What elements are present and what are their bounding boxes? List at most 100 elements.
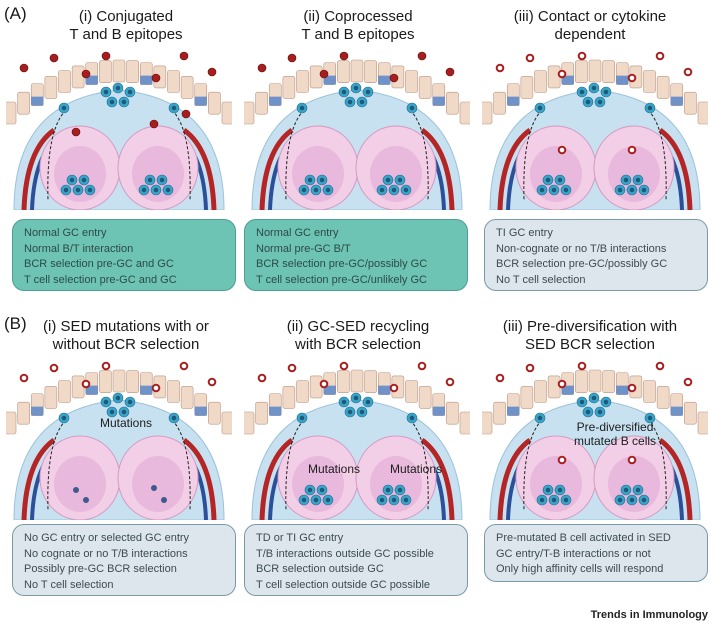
m-cell-icon xyxy=(670,406,683,416)
epithelial-cell-icon xyxy=(296,380,309,403)
migration-arrow-shape xyxy=(523,109,543,201)
epithelial-cell-icon xyxy=(493,401,506,425)
b-cell-nucleus-icon xyxy=(403,187,409,193)
m-cell-icon xyxy=(323,75,336,85)
b-cell-nucleus-icon xyxy=(307,487,313,493)
b-cell-nucleus-icon xyxy=(391,497,397,503)
b-cell-nucleus-icon xyxy=(121,409,127,415)
epithelial-cell-icon xyxy=(575,370,588,393)
caption-line: No T cell selection xyxy=(496,273,586,286)
antigen-ring-icon xyxy=(257,373,267,383)
m-cell-icon xyxy=(670,96,683,106)
antigen-ring-icon xyxy=(525,53,535,63)
antigen-ring-icon xyxy=(151,383,161,393)
epithelial-cell-icon xyxy=(6,101,17,125)
antigen-icon xyxy=(181,109,191,119)
epithelial-cell-icon xyxy=(208,91,221,115)
epithelial-cell-icon xyxy=(71,65,85,89)
m-cell-icon xyxy=(140,75,153,85)
b-cell-nucleus-icon xyxy=(109,409,115,415)
epithelial-cell-icon xyxy=(221,411,232,435)
panel-b1-caption: No GC entry or selected GC entry No cogn… xyxy=(12,524,236,596)
b-cell-nucleus-icon xyxy=(635,487,641,493)
epithelial-cell-icon xyxy=(244,411,255,435)
mutated-cell-icon xyxy=(161,497,167,503)
antigen-ring-icon xyxy=(577,51,587,61)
vessel-red-shape xyxy=(182,437,217,520)
b-cell-nucleus-icon xyxy=(385,177,391,183)
caption-line: Normal pre-GC B/T xyxy=(256,242,351,255)
epithelial-cell-icon xyxy=(337,60,350,83)
b-cell-nucleus-icon xyxy=(359,409,365,415)
b-cell-nucleus-icon xyxy=(635,177,641,183)
panel-a2-title: (ii) Coprocessed T and B epitopes xyxy=(301,8,415,43)
b-cell-nucleus-icon xyxy=(409,415,415,421)
b-cell-nucleus-icon xyxy=(319,487,325,493)
germinal-center-left-shape xyxy=(54,456,106,512)
b-cell-nucleus-icon xyxy=(69,177,75,183)
b-cell-nucleus-icon xyxy=(319,177,325,183)
panel-b3-illustration xyxy=(482,361,708,520)
epithelial-cell-icon xyxy=(482,101,493,125)
panel-b2-caption: TD or TI GC entry T/B interactions outsi… xyxy=(244,524,468,596)
epithelial-cell-icon xyxy=(255,91,268,115)
b-cell-nucleus-icon xyxy=(385,487,391,493)
b-cell-nucleus-icon xyxy=(603,89,609,95)
b-cell-nucleus-icon xyxy=(617,187,623,193)
b-cell-nucleus-icon xyxy=(359,99,365,105)
b-cell-nucleus-icon xyxy=(153,187,159,193)
epithelial-cell-icon xyxy=(112,369,126,393)
panel-a2-illustration xyxy=(244,51,470,210)
b-cell-nucleus-icon xyxy=(141,187,147,193)
caption-line: T cell selection pre-GC and GC xyxy=(24,273,177,286)
m-cell-icon xyxy=(616,385,629,395)
epithelial-cell-icon xyxy=(364,60,377,83)
epithelial-cell-icon xyxy=(309,65,323,89)
epithelial-cell-icon xyxy=(350,369,364,393)
epithelial-cell-icon xyxy=(575,60,588,83)
migration-arrow-shape xyxy=(285,109,305,201)
section-b-label: (B) xyxy=(4,314,27,333)
m-cell-icon xyxy=(378,75,391,85)
migration-arrow-shape xyxy=(47,419,67,511)
epithelial-cell-icon xyxy=(418,76,432,99)
antigen-ring-icon xyxy=(389,383,399,393)
vessel-red-shape xyxy=(497,437,532,520)
b-cell-nucleus-icon xyxy=(629,497,635,503)
migration-arrow-shape xyxy=(409,419,429,511)
panel-a3-caption: TI GC entry Non-cognate or no T/B intera… xyxy=(484,219,708,291)
b-cell-nucleus-icon xyxy=(557,487,563,493)
antigen-ring-icon xyxy=(287,363,297,373)
panel-a3-title: (iii) Contact or cytokine dependent xyxy=(513,8,667,43)
migration-arrow-shape xyxy=(409,109,429,201)
b-cell-nucleus-icon xyxy=(159,177,165,183)
germinal-center-right-shape xyxy=(132,456,184,512)
m-cell-icon xyxy=(269,406,282,416)
m-cell-icon xyxy=(31,406,44,416)
antigen-ring-icon xyxy=(557,379,567,389)
b-cell-nucleus-icon xyxy=(127,399,133,405)
b-cell-nucleus-icon xyxy=(647,105,653,111)
panel-a1-illustration xyxy=(6,51,232,210)
epithelial-cell-icon xyxy=(482,411,493,435)
epithelial-cell-icon xyxy=(350,59,364,83)
vessel-red-shape xyxy=(658,437,693,520)
b-cell-nucleus-icon xyxy=(403,497,409,503)
b-cell-nucleus-icon xyxy=(347,409,353,415)
vessel-red-shape xyxy=(259,127,294,210)
antigen-ring-icon xyxy=(655,51,665,61)
antigen-icon xyxy=(81,69,91,79)
vessel-red-shape xyxy=(21,437,56,520)
epithelial-cell-icon xyxy=(534,380,547,403)
antigen-ring-icon xyxy=(627,383,637,393)
epithelial-cell-icon xyxy=(602,370,615,393)
caption-line: No T cell selection xyxy=(24,578,114,591)
caption-line: BCR selection pre-GC/possibly GC xyxy=(256,258,428,270)
caption-line: No cognate or no T/B interactions xyxy=(24,547,188,560)
epithelial-cell-icon xyxy=(180,386,194,409)
epithelial-cell-icon xyxy=(643,70,656,93)
mutations-label-b2-left: Mutations xyxy=(308,462,361,476)
epithelial-cell-icon xyxy=(167,380,180,403)
b-cell-nucleus-icon xyxy=(591,395,597,401)
epithelial-cell-icon xyxy=(309,375,323,399)
